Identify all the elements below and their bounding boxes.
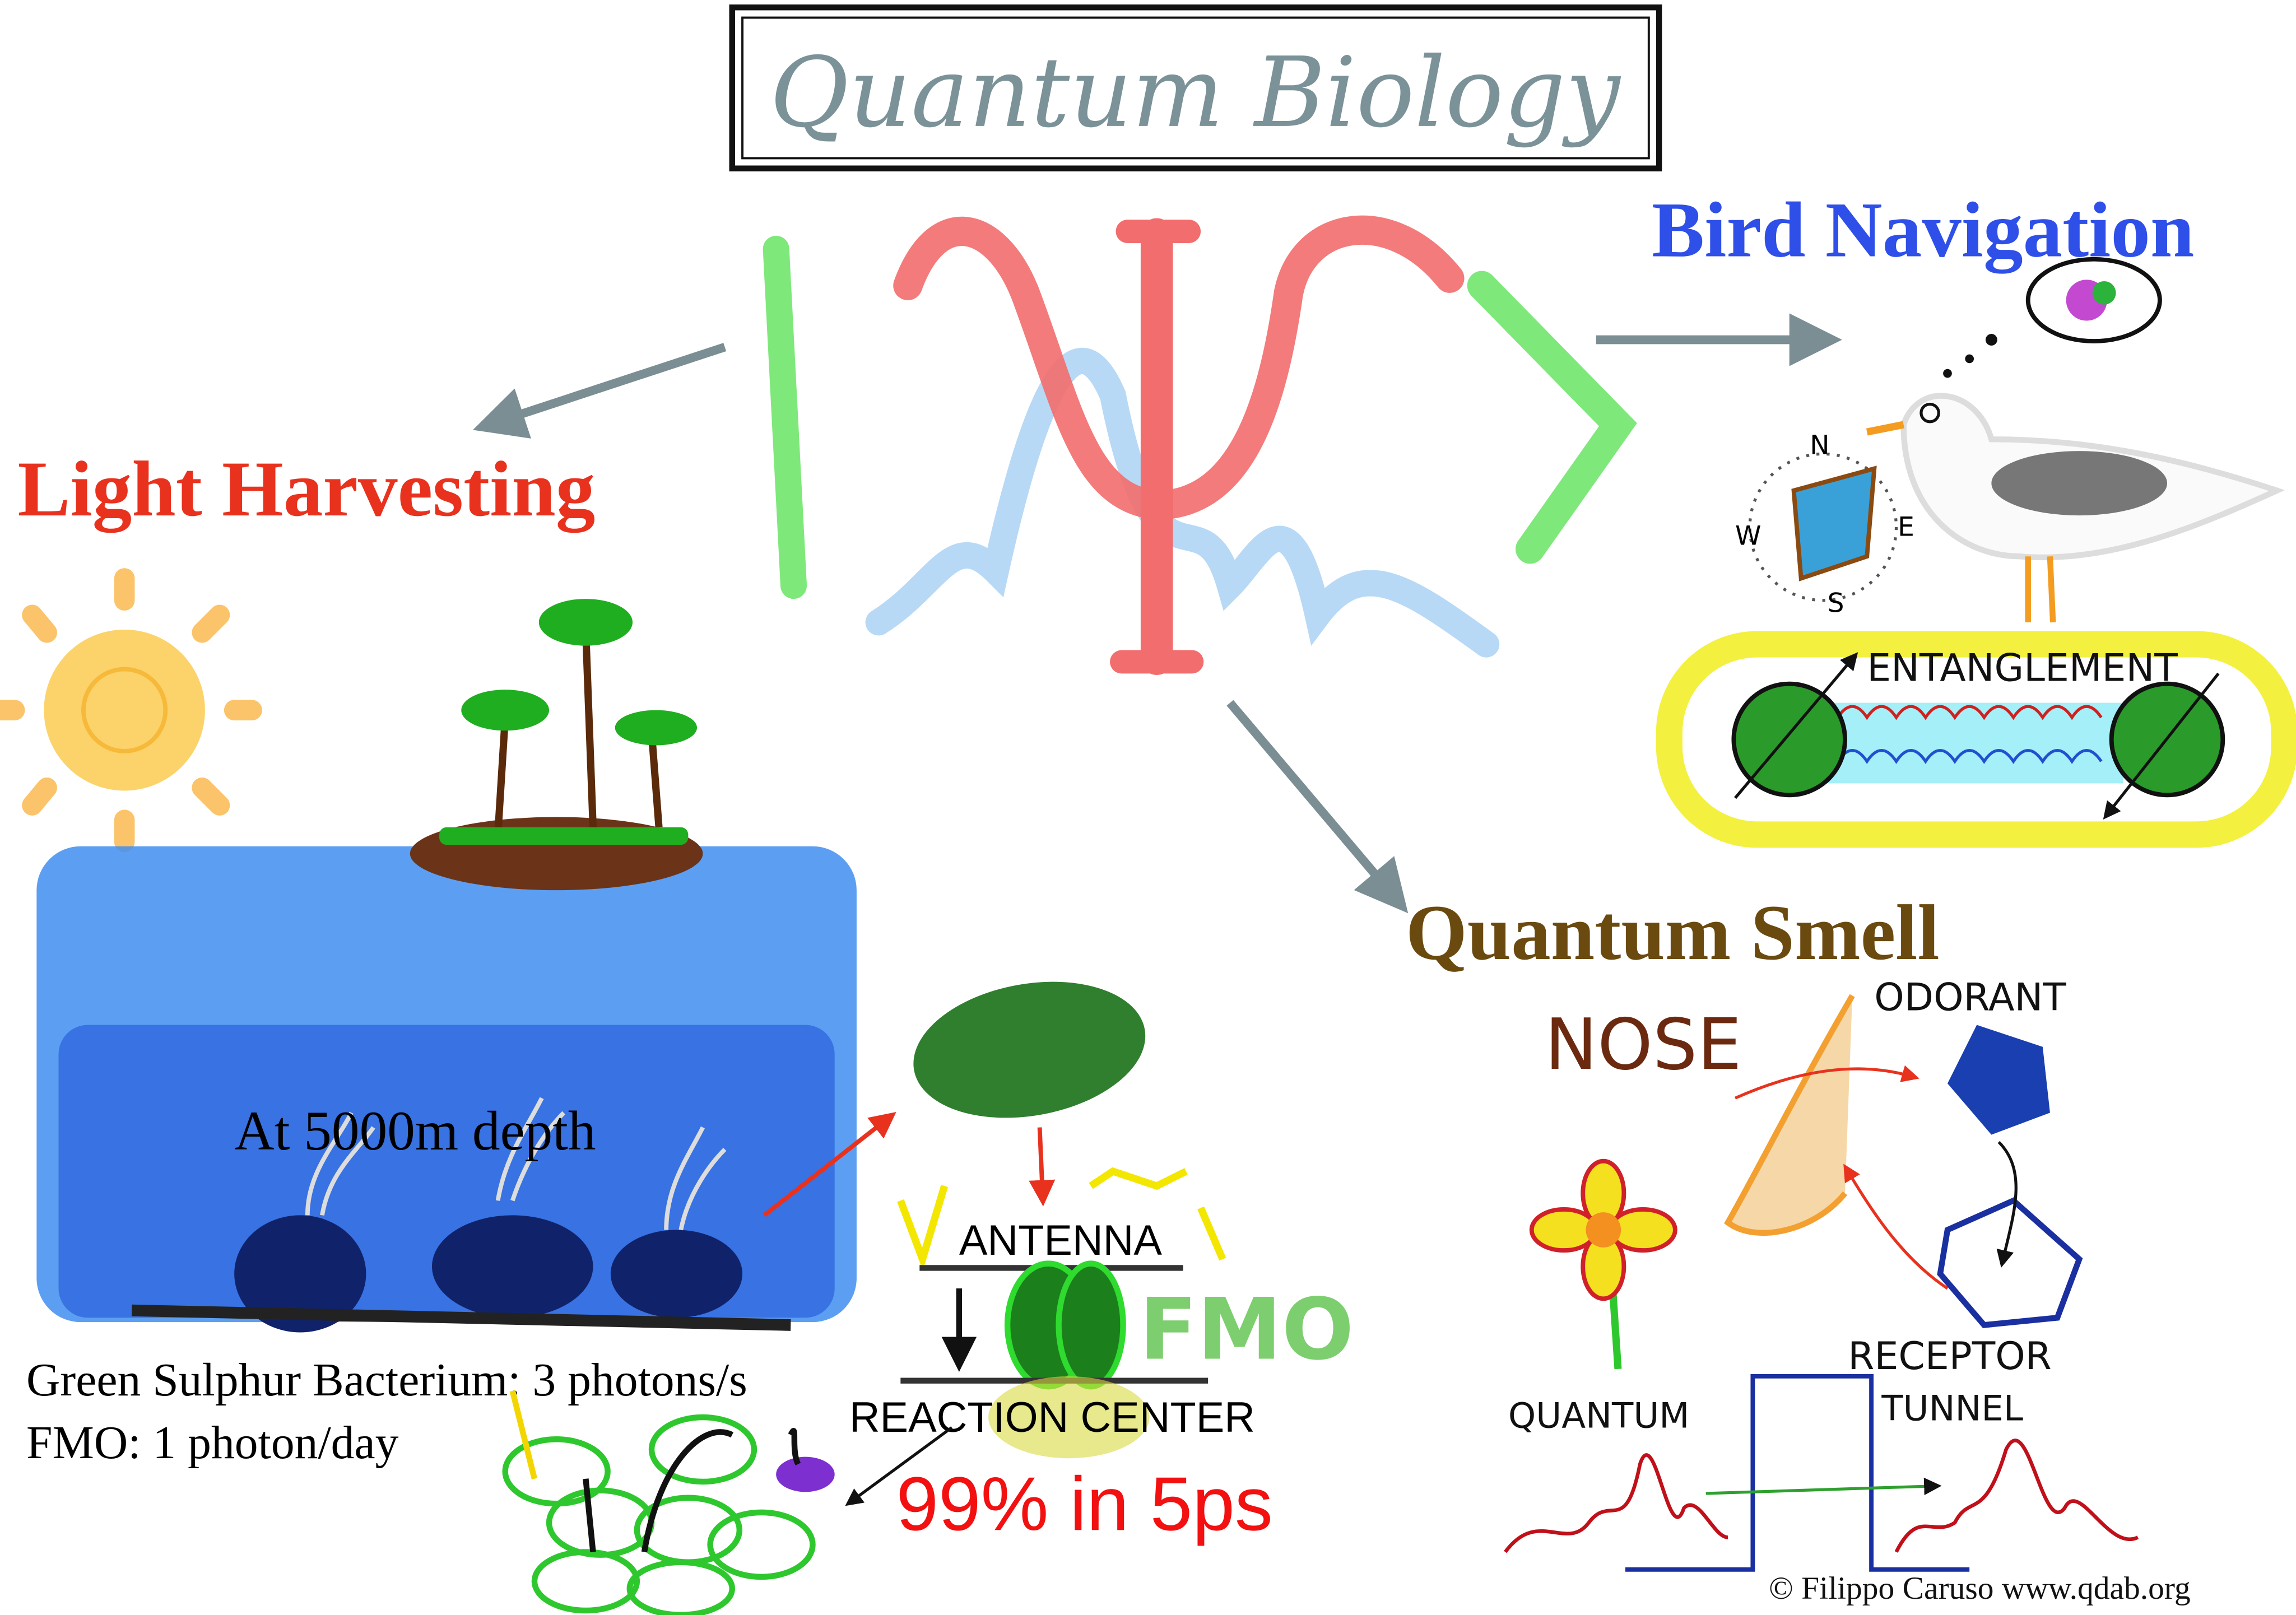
bird-icon bbox=[1866, 393, 2285, 623]
pointer-arrow bbox=[845, 1426, 953, 1506]
antenna-diagram: ANTENNA REACTION CENTER FMO 99% in 5ps bbox=[849, 1167, 1354, 1546]
tunnel-label: TUNNEL bbox=[1881, 1388, 2023, 1428]
nose-icon bbox=[1724, 994, 1855, 1236]
heading-light-harvesting: Light Harvesting bbox=[17, 445, 595, 533]
zoom-arrow-2 bbox=[1029, 1127, 1056, 1207]
flower-icon bbox=[1529, 1158, 1677, 1370]
reaction-center-label: REACTION CENTER bbox=[849, 1394, 1255, 1441]
tunneling-diagram: QUANTUM TUNNEL bbox=[1504, 1374, 2139, 1572]
nose-label: NOSE bbox=[1545, 1004, 1741, 1086]
odorant-molecule-icon bbox=[1947, 1025, 2050, 1135]
compass-e: E bbox=[1898, 512, 1914, 543]
antenna-label: ANTENNA bbox=[959, 1217, 1163, 1264]
fmo-label: FMO bbox=[1139, 1279, 1354, 1379]
compass-icon: N E S W bbox=[1735, 430, 1914, 618]
bacterium-rate-label: Green Sulphur Bacterium: 3 photons/s bbox=[26, 1354, 747, 1406]
credit-label: © Filippo Caruso www.qdab.org bbox=[1769, 1571, 2191, 1606]
sun-icon bbox=[0, 568, 262, 853]
entanglement-label: ENTANGLEMENT bbox=[1867, 646, 2178, 690]
bacterium-cell bbox=[913, 981, 1146, 1118]
entanglement-icon: ENTANGLEMENT bbox=[1656, 631, 2296, 848]
thought-cloud-icon bbox=[1943, 257, 2162, 378]
quantum-label: QUANTUM bbox=[1508, 1395, 1689, 1436]
connector-arrows bbox=[472, 313, 1842, 914]
depth-label: At 5000m depth bbox=[234, 1101, 596, 1162]
efficiency-label: 99% in 5ps bbox=[896, 1461, 1272, 1546]
heading-quantum-smell: Quantum Smell bbox=[1406, 888, 1940, 976]
ocean-illustration bbox=[36, 599, 857, 1333]
odorant-label: ODORANT bbox=[1874, 975, 2066, 1020]
receptor-icon bbox=[1843, 1141, 2083, 1328]
zoom-arrow bbox=[763, 1111, 896, 1217]
compass-s: S bbox=[1828, 588, 1844, 619]
compass-n: N bbox=[1810, 430, 1829, 460]
fmo-complex-icon bbox=[502, 1390, 835, 1615]
odorant-arrow bbox=[1734, 1065, 1919, 1100]
psi-ket-icon bbox=[763, 215, 1637, 675]
page-title: Quantum Biology bbox=[770, 36, 1621, 149]
fmo-rate-label: FMO: 1 photon/day bbox=[26, 1417, 399, 1469]
receptor-label: RECEPTOR bbox=[1848, 1334, 2052, 1379]
compass-w: W bbox=[1735, 520, 1761, 551]
title-box: Quantum Biology bbox=[729, 4, 1662, 171]
